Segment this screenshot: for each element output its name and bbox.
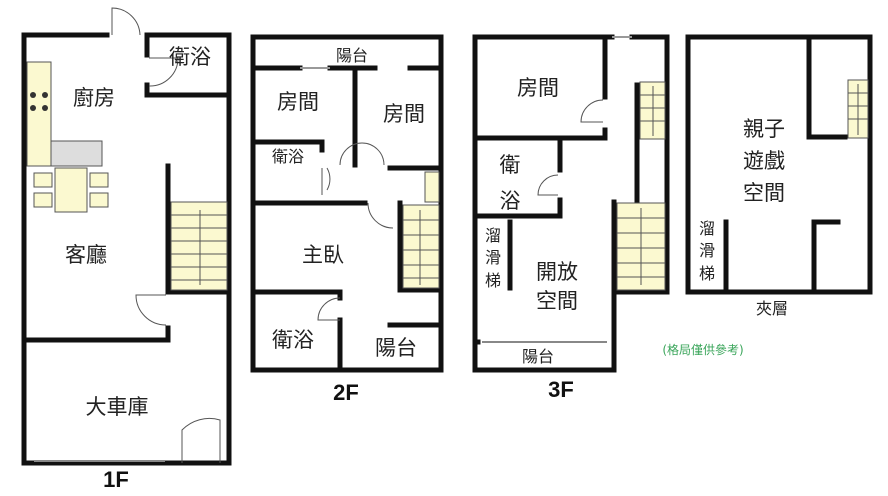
room-label-room: 房間 — [517, 76, 559, 100]
room-label-open-2: 空間 — [536, 289, 578, 313]
door[interactable] — [321, 167, 331, 195]
room-label-play-2: 遊戲 — [743, 149, 785, 173]
chair — [89, 192, 109, 208]
floor-label-3f: 3F — [548, 377, 574, 402]
exterior-wall — [685, 34, 873, 295]
floor-label-1f: 1F — [103, 467, 129, 492]
room-label-bath-a: 衛浴 — [272, 147, 304, 166]
room-label-room-b: 房間 — [383, 102, 425, 126]
floor-3f: 房間 衛 浴 溜 滑 梯 開放 空間 陽台 3F — [472, 34, 670, 402]
room-label-slide-2: 滑 — [485, 248, 501, 267]
wall — [250, 289, 343, 301]
wall — [144, 82, 232, 98]
room-label-play-1: 親子 — [743, 117, 785, 141]
room-label-slide-2: 滑 — [699, 241, 715, 260]
room-label-bath-b: 衛浴 — [272, 328, 314, 352]
staircase — [170, 201, 228, 291]
room-label-slide-3: 梯 — [699, 264, 715, 283]
door[interactable] — [135, 294, 167, 326]
staircase — [402, 171, 440, 289]
room-label-bath-1: 衛 — [500, 153, 521, 177]
room-label-balcony: 陽台 — [522, 347, 554, 366]
room-label-play-3: 空間 — [743, 181, 785, 205]
door[interactable] — [367, 202, 394, 229]
floor-mezzanine: 親子 遊戲 空間 溜 滑 梯 夾層 — [685, 34, 873, 318]
floor-label-mezzanine: 夾層 — [756, 299, 788, 318]
floor-2f: 陽台 房間 房間 衛浴 主臥 衛浴 陽台 2F — [250, 34, 444, 405]
wall — [472, 127, 608, 141]
door[interactable] — [317, 297, 341, 321]
room-label-balcony-bottom: 陽台 — [375, 336, 417, 360]
room-label-garage: 大車庫 — [86, 395, 149, 419]
wall — [21, 325, 171, 343]
door[interactable] — [111, 7, 141, 36]
room-label-master: 主臥 — [302, 243, 344, 267]
room-label-living: 客廳 — [65, 243, 107, 267]
room-label-slide-1: 溜 — [699, 219, 715, 238]
chair — [33, 172, 53, 188]
room-label-slide-3: 梯 — [485, 271, 501, 290]
disclaimer-note: (格局僅供參考) — [662, 342, 743, 357]
wall — [811, 219, 841, 293]
dining-table — [54, 167, 88, 213]
door[interactable] — [148, 57, 179, 87]
wall — [806, 34, 848, 140]
sink-icon — [50, 140, 103, 167]
door[interactable] — [580, 99, 604, 123]
door[interactable] — [181, 417, 221, 463]
floor-1f: 衛浴 廚房 客廳 大車庫 1F — [21, 7, 232, 492]
exterior-wall — [472, 34, 670, 373]
chair — [89, 172, 109, 188]
exterior-wall — [21, 32, 232, 466]
room-label-balcony-top: 陽台 — [336, 46, 368, 65]
room-label-bath: 衛浴 — [169, 45, 211, 69]
room-label-room-a: 房間 — [277, 90, 319, 114]
wall — [472, 197, 563, 219]
floor-label-2f: 2F — [333, 380, 359, 405]
room-label-slide-1: 溜 — [485, 226, 501, 245]
kitchen-counter — [26, 61, 52, 167]
room-label-open-1: 開放 — [536, 260, 578, 284]
door[interactable] — [339, 142, 385, 166]
stove-icon — [30, 92, 48, 111]
staircase — [616, 81, 666, 291]
wall — [397, 200, 444, 293]
room-label-kitchen: 廚房 — [73, 86, 115, 110]
door[interactable] — [537, 174, 559, 196]
room-label-bath-2: 浴 — [500, 189, 521, 213]
staircase — [847, 79, 869, 139]
chair — [33, 192, 53, 208]
